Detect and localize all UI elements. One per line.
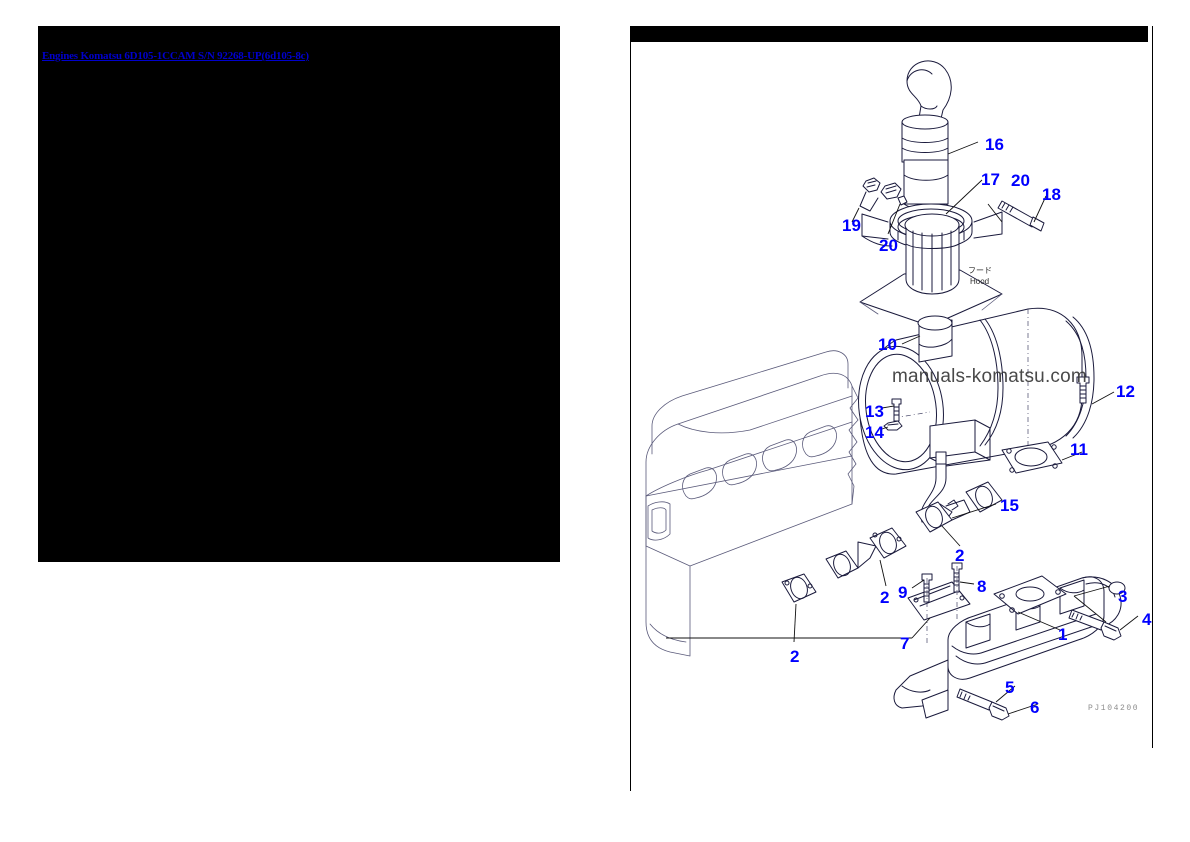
document-preview-panel: Engines Komatsu 6D105-1CCAM S/N 92268-UP…: [38, 26, 560, 562]
callout-number-19: 19: [842, 216, 861, 235]
engine-block-outline: [645, 350, 859, 657]
diagram-left-border: [630, 42, 631, 791]
callout-number-2a: 2: [790, 647, 800, 666]
callout-number-13: 13: [865, 402, 884, 421]
part-manifold-gaskets: [781, 481, 1003, 603]
callout-number-9: 9: [898, 583, 908, 602]
callout-number-2b: 2: [880, 588, 890, 607]
callout-number-11: 11: [1070, 440, 1088, 459]
callout-number-2c: 2: [955, 546, 965, 565]
part-muffler-gasket: [1001, 441, 1063, 474]
part-exhaust-tailpipe: [901, 60, 952, 210]
part-hood-shroud: [859, 213, 1003, 337]
part-exhaust-manifold: [893, 575, 1126, 719]
diagram-header-bar: [630, 26, 1148, 42]
callout-number-17: 17: [981, 170, 1000, 189]
parts-diagram-panel: .ln { fill:none; stroke:#1a1a3c; stroke-…: [630, 26, 1154, 791]
part-muffler-fasteners: [883, 376, 1090, 431]
callout-number-12: 12: [1116, 382, 1135, 401]
callout-leader-lines: [666, 141, 1139, 643]
exploded-parts-drawing: .ln { fill:none; stroke:#1a1a3c; stroke-…: [645, 60, 1139, 721]
part-muffler: [858, 307, 1095, 475]
callout-number-10: 10: [878, 335, 897, 354]
hood-label-en: Hood: [970, 277, 990, 286]
callout-number-5: 5: [1005, 678, 1015, 697]
document-title-link[interactable]: Engines Komatsu 6D105-1CCAM S/N 92268-UP…: [42, 50, 309, 62]
callout-number-14: 14: [865, 423, 884, 442]
callout-number-18: 18: [1042, 185, 1061, 204]
callout-number-8: 8: [977, 577, 987, 596]
part-plate-and-bolts: [907, 562, 971, 646]
callout-number-20b: 20: [879, 236, 898, 255]
callout-number-16: 16: [985, 135, 1004, 154]
callout-number-20a: 20: [1011, 171, 1030, 190]
callout-number-7: 7: [900, 634, 910, 653]
callout-number-4: 4: [1142, 610, 1152, 629]
diagram-right-border: [1152, 26, 1153, 748]
site-watermark: manuals-komatsu.com: [892, 366, 1087, 387]
callout-number-6: 6: [1030, 698, 1040, 717]
hood-label-jp: フード: [968, 266, 992, 275]
part-manifold-studs: [956, 609, 1122, 721]
callout-number-3: 3: [1118, 587, 1128, 606]
part-small-nuts: [851, 177, 1003, 235]
part-clamp-bolt: [997, 200, 1045, 232]
callout-number-15: 15: [1000, 496, 1019, 515]
callout-number-1: 1: [1058, 625, 1068, 644]
drawing-reference-code: PJ104200: [1088, 704, 1140, 713]
